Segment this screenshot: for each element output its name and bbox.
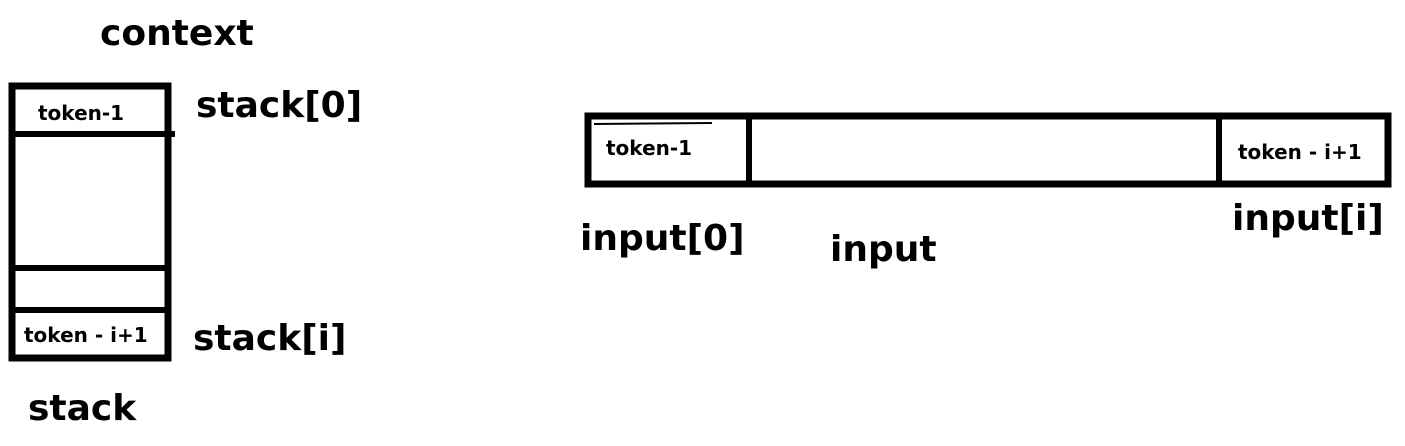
input-first-cell-stroke — [593, 122, 713, 125]
stack-top-cell-label: token-1 — [38, 101, 124, 125]
stack-box — [8, 82, 172, 362]
input-0-label: input[0] — [580, 218, 745, 259]
stack-i-label: stack[i] — [193, 318, 346, 359]
stack-panel: context token-1 token - i+1 stack[0] sta… — [8, 13, 362, 429]
stack-bottom-cell-label: token - i+1 — [24, 323, 148, 347]
stack-0-label: stack[0] — [196, 85, 362, 126]
input-i-label: input[i] — [1232, 198, 1384, 239]
stack-caption: stack — [28, 388, 137, 429]
context-label: context — [100, 13, 254, 54]
input-first-cell-label: token-1 — [606, 136, 692, 160]
input-panel: token-1 token - i+1 input[0] input input… — [580, 112, 1392, 270]
input-bar — [584, 112, 1392, 188]
input-last-cell-label: token - i+1 — [1238, 140, 1362, 164]
input-caption: input — [830, 229, 937, 270]
